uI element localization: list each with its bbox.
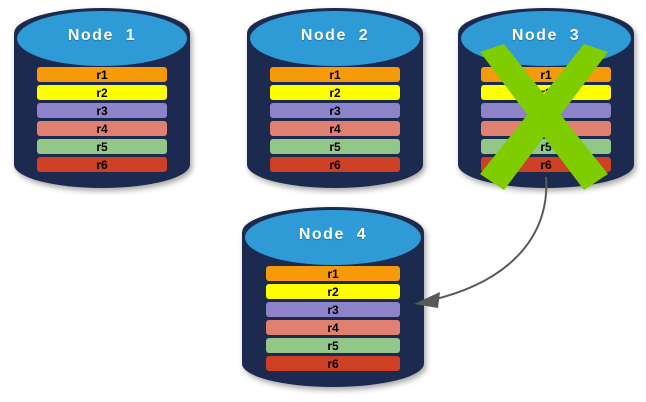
row-band: r2 xyxy=(269,85,401,101)
row-band: r1 xyxy=(269,67,401,83)
row-band: r6 xyxy=(480,157,612,173)
row-band: r5 xyxy=(480,139,612,155)
node-1-rows: r1 r2 r3 r4 r5 r6 xyxy=(36,67,168,173)
node-2-rows: r1 r2 r3 r4 r5 r6 xyxy=(269,67,401,173)
node-1-cylinder-top xyxy=(16,10,188,67)
node-2-cylinder-top xyxy=(249,10,421,67)
row-band: r1 xyxy=(265,266,401,282)
row-band: r5 xyxy=(36,139,168,155)
row-band: r3 xyxy=(480,103,612,119)
row-band: r5 xyxy=(269,139,401,155)
row-band: r4 xyxy=(265,320,401,336)
row-band: r3 xyxy=(265,302,401,318)
node-4-cylinder-top xyxy=(244,209,422,266)
row-band: r4 xyxy=(480,121,612,137)
row-band: r3 xyxy=(269,103,401,119)
node-1[interactable]: Node 1 r1 r2 r3 r4 r5 r6 xyxy=(14,8,190,188)
row-band: r4 xyxy=(36,121,168,137)
row-band: r3 xyxy=(36,103,168,119)
row-band: r6 xyxy=(269,157,401,173)
row-band: r4 xyxy=(269,121,401,137)
row-band: r2 xyxy=(480,85,612,101)
row-band: r6 xyxy=(265,356,401,372)
row-band: r2 xyxy=(36,85,168,101)
node-3-rows: r1 r2 r3 r4 r5 r6 xyxy=(480,67,612,173)
node-3-cylinder-top xyxy=(460,10,632,67)
node-4-rows: r1 r2 r3 r4 r5 r6 xyxy=(265,266,401,372)
row-band: r6 xyxy=(36,157,168,173)
curved-arrow-icon xyxy=(414,176,548,308)
row-band: r2 xyxy=(265,284,401,300)
node-3[interactable]: Node 3 r1 r2 r3 r4 r5 r6 xyxy=(458,8,634,188)
row-band: r5 xyxy=(265,338,401,354)
node-4[interactable]: Node 4 r1 r2 r3 r4 r5 r6 xyxy=(242,207,424,387)
node-2[interactable]: Node 2 r1 r2 r3 r4 r5 r6 xyxy=(247,8,423,188)
row-band: r1 xyxy=(480,67,612,83)
row-band: r1 xyxy=(36,67,168,83)
